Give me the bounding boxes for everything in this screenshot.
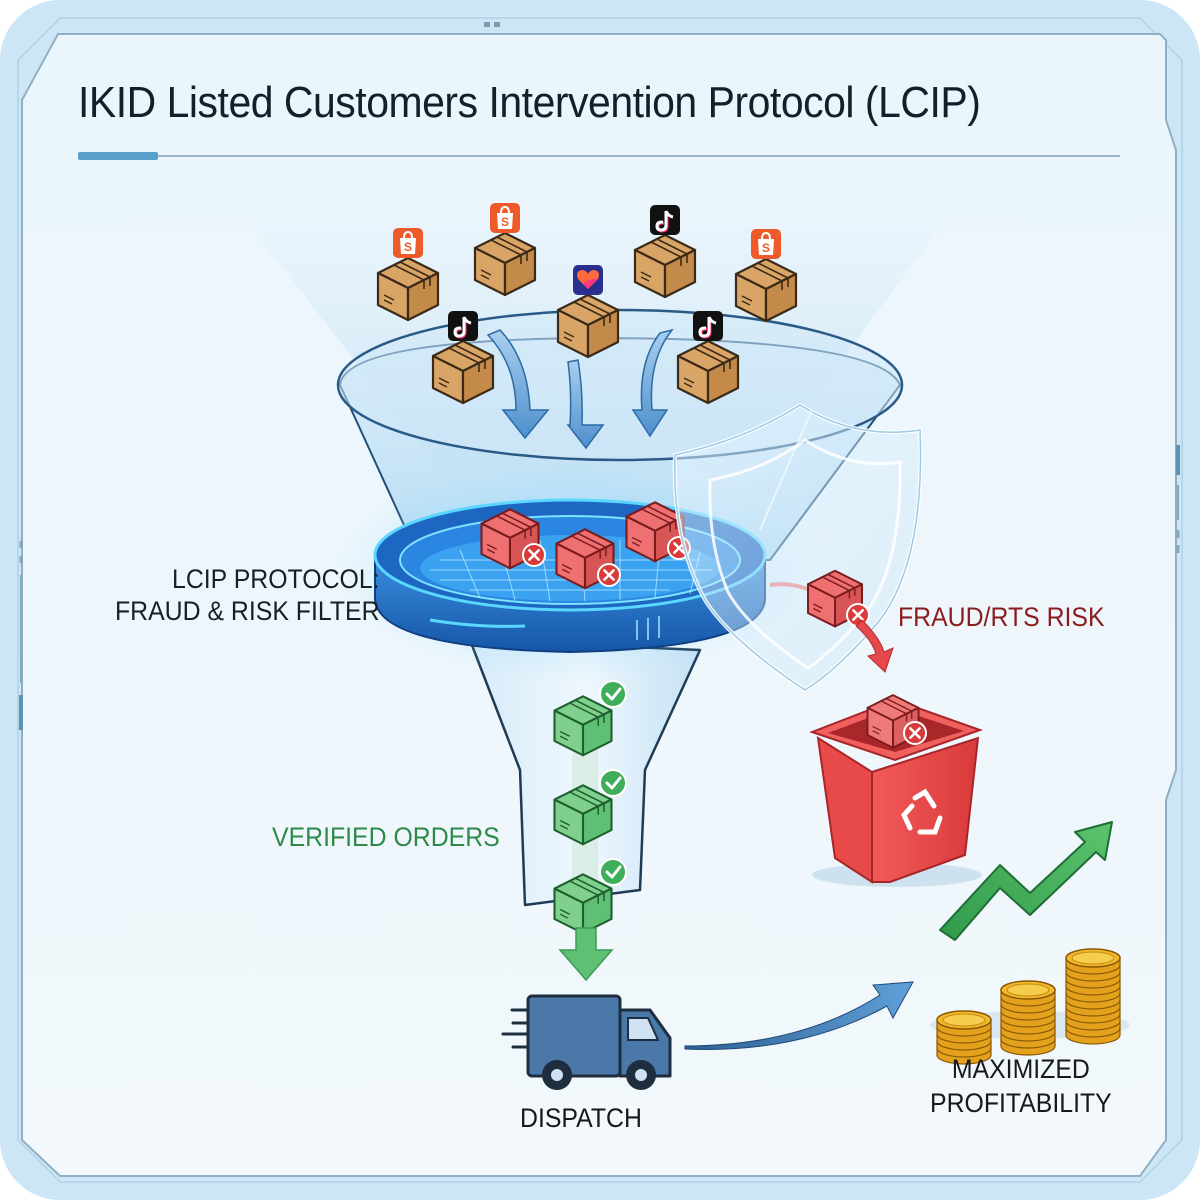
dispatch-label: DISPATCH (520, 1103, 642, 1133)
title-accent-bar (78, 152, 158, 160)
verified-orders-label: VERIFIED ORDERS (272, 822, 500, 852)
filter-label: LCIP PROTOCOL: FRAUD & RISK FILTER (115, 563, 380, 627)
coin-stack (1065, 948, 1121, 1045)
incoming-orders: S S S (376, 203, 798, 405)
risk-box-icon (625, 501, 685, 563)
incoming-order-shopee: S (734, 229, 798, 323)
inflow-arrow-center (566, 359, 605, 450)
dispatch-down-arrow (558, 927, 614, 982)
profit-flow-arrow (684, 981, 914, 1050)
profitability-label: MAXIMIZED PROFITABILITY (930, 1052, 1112, 1120)
incoming-order-tiktok (676, 311, 740, 405)
shopee-bag-icon: S (490, 203, 520, 233)
svg-text:S: S (404, 240, 412, 254)
lazada-heart-icon (573, 265, 603, 295)
rejection-streak (769, 582, 811, 592)
risk-box-icon (555, 528, 615, 590)
verified-check-icon (599, 858, 627, 886)
coin-stacks-icon (930, 948, 1130, 1065)
risk-box-icon (866, 694, 920, 749)
inflow-arrow-right (631, 328, 674, 438)
risk-box-icon (480, 508, 540, 570)
verified-box-icon (553, 784, 613, 846)
parcel-box-icon (734, 257, 798, 323)
dispatch-truck-icon (501, 994, 672, 1090)
flagged-orders-in-filter (480, 501, 691, 590)
reject-x-icon (846, 603, 870, 627)
verified-check-icon (599, 769, 627, 797)
top-edge-ticks (484, 22, 500, 27)
svg-text:S: S (762, 241, 770, 255)
incoming-order-tiktok (633, 205, 697, 299)
parcel-box-icon (633, 233, 697, 299)
incoming-order-tiktok (431, 311, 495, 405)
parcel-box-icon (473, 231, 537, 297)
page-title: IKID Listed Customers Intervention Proto… (78, 78, 981, 127)
parcel-box-icon (676, 339, 740, 405)
profit-label-line2: PROFITABILITY (930, 1088, 1112, 1118)
verified-check-icon (599, 680, 627, 708)
flagged-order (480, 508, 546, 570)
verified-order (553, 769, 627, 846)
verified-order (553, 858, 627, 935)
recycle-icon (901, 788, 943, 835)
parcel-box-icon (376, 256, 440, 322)
profit-label-line1: MAXIMIZED (951, 1054, 1090, 1084)
rejected-order-in-bin (866, 694, 927, 749)
risk-box-icon (807, 569, 863, 628)
reject-x-icon (597, 563, 621, 587)
growth-trend-arrow-icon (939, 821, 1113, 941)
incoming-order-shopee: S (376, 228, 440, 322)
title-divider (78, 155, 1120, 157)
parcel-box-icon (556, 293, 620, 359)
tiktok-note-icon (650, 205, 680, 235)
verified-orders (553, 680, 627, 935)
inflow-arrows (486, 328, 674, 450)
verified-order (553, 680, 627, 757)
svg-text:S: S (501, 215, 509, 229)
incoming-order-lazada (556, 265, 620, 359)
fraud-risk-label: FRAUD/RTS RISK (898, 602, 1105, 632)
tiktok-note-icon (448, 311, 478, 341)
incoming-order-shopee: S (473, 203, 537, 297)
tiktok-note-icon (693, 311, 723, 341)
reject-x-icon (522, 543, 546, 567)
verified-box-icon (553, 695, 613, 757)
verified-box-icon (553, 873, 613, 935)
inflow-arrow-left (486, 329, 550, 440)
reject-x-icon (903, 721, 927, 745)
parcel-box-icon (431, 339, 495, 405)
shopee-bag-icon: S (751, 229, 781, 259)
flagged-order (555, 528, 621, 590)
filter-label-line2: FRAUD & RISK FILTER (115, 596, 380, 626)
coin-stack (936, 1010, 992, 1065)
coin-stack (1000, 980, 1056, 1056)
shopee-bag-icon: S (393, 228, 423, 258)
filter-label-line1: LCIP PROTOCOL: (172, 564, 380, 594)
rejected-order (807, 569, 870, 628)
rejection-arrow (855, 619, 894, 673)
